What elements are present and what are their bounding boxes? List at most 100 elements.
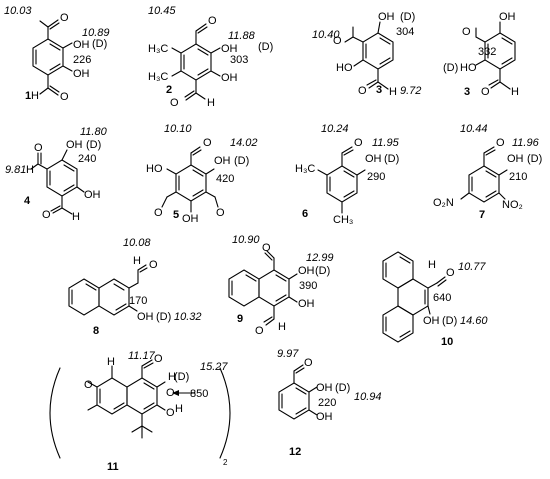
compound-7-oh-shift: 11.96 [512, 137, 540, 149]
compound-3b-label: 3 [464, 86, 470, 98]
compound-7-o1: O [496, 137, 505, 149]
compound-11: 11.17 H O H (D) 15.27 O 850 O H O 2 11 [49, 350, 231, 473]
compound-3a-double-bond [379, 57, 391, 65]
compound-11-bond [141, 359, 153, 367]
compound-3a-bond [344, 36, 354, 43]
compound-1-double-bond [49, 43, 61, 51]
compound-2-bond [195, 92, 206, 100]
compound-10: H O 10.77 640 OH (D) 14.60 10 [382, 251, 488, 348]
compound-8-cho-shift: 10.08 [123, 237, 151, 249]
compound-5-bond [161, 196, 168, 208]
compound-6-cho-shift: 10.24 [321, 123, 349, 135]
compound-3a-ho: HO [336, 62, 353, 74]
compound-11-bond [156, 404, 166, 411]
compound-5-bond [190, 146, 201, 154]
compound-9: 10.90 O 12.99 OH (D) 390 OH O H 9 [228, 234, 334, 337]
compound-7-coupling: 210 [509, 171, 527, 183]
compound-11-bond [156, 381, 166, 388]
compound-4-deuterium: (D) [86, 139, 101, 151]
compound-11-oh3: O [84, 379, 93, 391]
compound-4-h2: H [72, 211, 80, 223]
compound-11-oh-h: H [168, 371, 176, 383]
compound-7-bond [483, 146, 495, 154]
compound-9-label: 9 [237, 313, 243, 325]
compound-2-coupling: 303 [230, 54, 248, 66]
compound-3b-double-bond [501, 57, 513, 65]
compound-8-ring-left [68, 278, 100, 316]
compound-12-label: 12 [289, 446, 301, 458]
compound-2-bond [184, 90, 195, 98]
compound-9-ring-left [228, 269, 260, 307]
compound-12-oh-shift: 10.94 [354, 391, 382, 403]
compound-11-oh-o: O [166, 387, 175, 399]
compound-10-bond [427, 305, 431, 315]
compound-10-bond [436, 276, 446, 284]
compound-3b-bond [499, 81, 511, 90]
compound-6-bond [317, 169, 328, 176]
compound-7-no2-left: O₂N [433, 197, 454, 209]
compound-4-h: H [26, 164, 34, 176]
compound-5-ho: HO [146, 163, 163, 175]
compound-7-bond [498, 169, 508, 176]
compound-12-oh: OH [316, 382, 333, 394]
compound-1-oh-shift: 10.89 [82, 27, 110, 39]
compound-12-o1: O [304, 357, 313, 369]
compound-1-bond [47, 87, 59, 96]
compound-3a-double-bond [379, 37, 391, 45]
compound-3a-cho2-shift: 9.72 [400, 85, 421, 97]
compound-3a-bond [352, 36, 364, 43]
compound-8: 10.08 H O 170 OH (D) 10.32 8 [68, 237, 202, 337]
compound-5: 10.10 O 14.02 HO OH (D) 420 O OH O 5 [146, 123, 258, 225]
compound-4-bond [76, 186, 85, 193]
compound-10-ring-middle [397, 278, 429, 316]
compound-12-bond [308, 386, 318, 393]
compound-9-oh2: OH [298, 298, 315, 310]
compound-12-bond [308, 409, 318, 416]
compound-4-oh: OH [66, 139, 83, 151]
compound-10-oh: OH [423, 315, 440, 327]
compound-5-coupling: 420 [216, 173, 234, 185]
compound-1-oh: OH [73, 39, 90, 51]
compound-6-oh-shift: 11.95 [372, 137, 400, 149]
compound-5-deuterium: (D) [234, 155, 249, 167]
compound-5-o1: O [203, 137, 212, 149]
compound-11-ring-left [96, 377, 128, 415]
compound-5-double-bond [192, 189, 204, 197]
compound-6-methyl-1: H₃C [295, 163, 315, 175]
compound-5-cho-shift: 10.10 [164, 123, 192, 135]
compound-12-bond [293, 364, 304, 372]
compound-5-label: 5 [173, 209, 179, 221]
compound-4-o2: O [42, 209, 51, 221]
compound-1-deuterium: (D) [92, 38, 107, 50]
compound-2-label: 2 [166, 84, 172, 96]
compound-11-arrow-head [172, 390, 179, 396]
compound-9-cho-shift: 10.90 [232, 234, 260, 246]
compound-4-oh-shift: 11.80 [80, 126, 108, 138]
compound-6-bond [341, 146, 353, 154]
compound-8-h: H [133, 255, 141, 267]
compound-9-double-bond [275, 274, 287, 282]
compound-10-coupling: 640 [433, 292, 451, 304]
compound-10-ring-bottom [382, 305, 414, 343]
compound-6: 10.24 O 11.95 OH (D) 290 H₃C CH₃ 6 [295, 123, 400, 226]
compound-5-ring [175, 164, 207, 202]
compound-1-bond [47, 19, 59, 28]
compound-5-o3: O [216, 207, 225, 219]
compound-10-cho-shift: 10.77 [458, 261, 486, 273]
compound-4-bond [50, 205, 61, 212]
compound-4-o1: O [34, 142, 43, 154]
compound-1-bond [62, 65, 73, 72]
compound-3a-deuterium: (D) [400, 11, 415, 23]
compound-2-o-bot: O [170, 97, 179, 109]
compound-9-bond [266, 250, 275, 259]
compound-4-cho-shift: 9.81 [5, 164, 26, 176]
compound-5-bond [166, 168, 177, 175]
compound-7-bond [460, 192, 470, 200]
compound-11-double-bond [143, 382, 155, 390]
compound-5-bond [214, 196, 219, 208]
compound-5-o2: O [154, 207, 163, 219]
compound-11-double-bond [113, 402, 125, 410]
compound-9-o1: O [262, 242, 271, 254]
compound-7-ring [468, 165, 500, 203]
